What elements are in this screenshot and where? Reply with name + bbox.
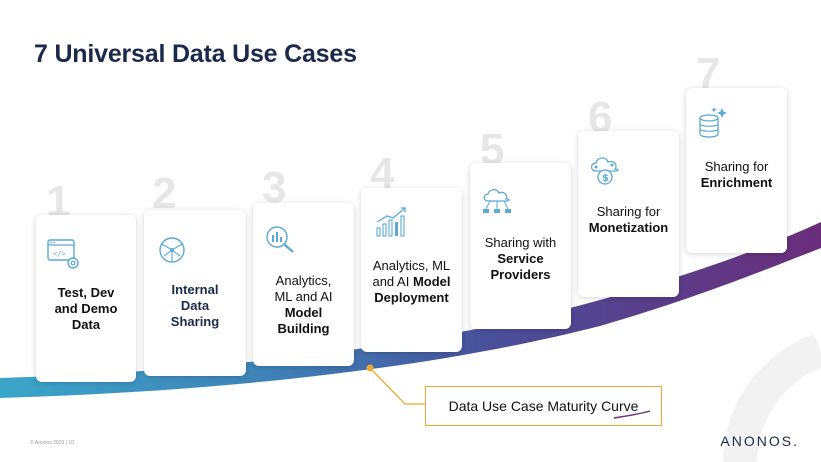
maturity-curve-callout: Data Use Case Maturity Curve: [425, 386, 662, 426]
card-7-label: Sharing for Enrichment: [700, 159, 773, 190]
step-number-2: 2: [152, 169, 177, 218]
database-sparkle-icon: [699, 107, 727, 138]
use-case-card-3: Analytics, ML and AI Model Building: [253, 203, 354, 366]
callout-connector: [369, 367, 425, 405]
card-5-label: Sharing with Service Providers: [484, 235, 557, 282]
use-case-card-6: $ Sharing for Monetization: [578, 131, 679, 297]
code-settings-icon: </>: [47, 239, 79, 269]
use-case-card-7: Sharing for Enrichment: [686, 88, 787, 253]
bar-growth-icon: [376, 207, 406, 237]
card-3-label: Analytics, ML and AI Model Building: [274, 273, 333, 336]
card-6-label: Sharing for Monetization: [588, 204, 669, 235]
callout-underline-swoosh: [613, 410, 651, 419]
svg-text:</>: </>: [53, 250, 66, 258]
network-globe-icon: [159, 237, 185, 263]
card-4-label: Analytics, ML and AI Model Deployment: [372, 258, 451, 305]
slide-title: 7 Universal Data Use Cases: [34, 40, 357, 68]
slide-footer: © Anonos 2023 | 10: [30, 440, 74, 446]
callout-text: Data Use Case Maturity Curve: [448, 398, 639, 414]
use-case-card-1: </> Test, Dev and Demo Data: [36, 215, 136, 382]
card-2-label: Internal Data Sharing: [170, 282, 220, 329]
callout-dot: [366, 364, 374, 372]
money-cloud-icon: $: [590, 157, 619, 185]
anonos-logo: ANONOS.: [720, 433, 799, 449]
use-case-card-5: Sharing with Service Providers: [470, 163, 571, 329]
use-case-card-4: Analytics, ML and AI Model Deployment: [361, 188, 462, 352]
use-case-card-2: Internal Data Sharing: [144, 210, 246, 376]
svg-text:$: $: [602, 173, 609, 184]
magnify-chart-icon: [266, 226, 294, 253]
decorative-ring: [723, 333, 821, 462]
card-1-label: Test, Dev and Demo Data: [54, 285, 118, 332]
cloud-network-icon: [483, 189, 511, 213]
step-number-3: 3: [262, 163, 287, 212]
